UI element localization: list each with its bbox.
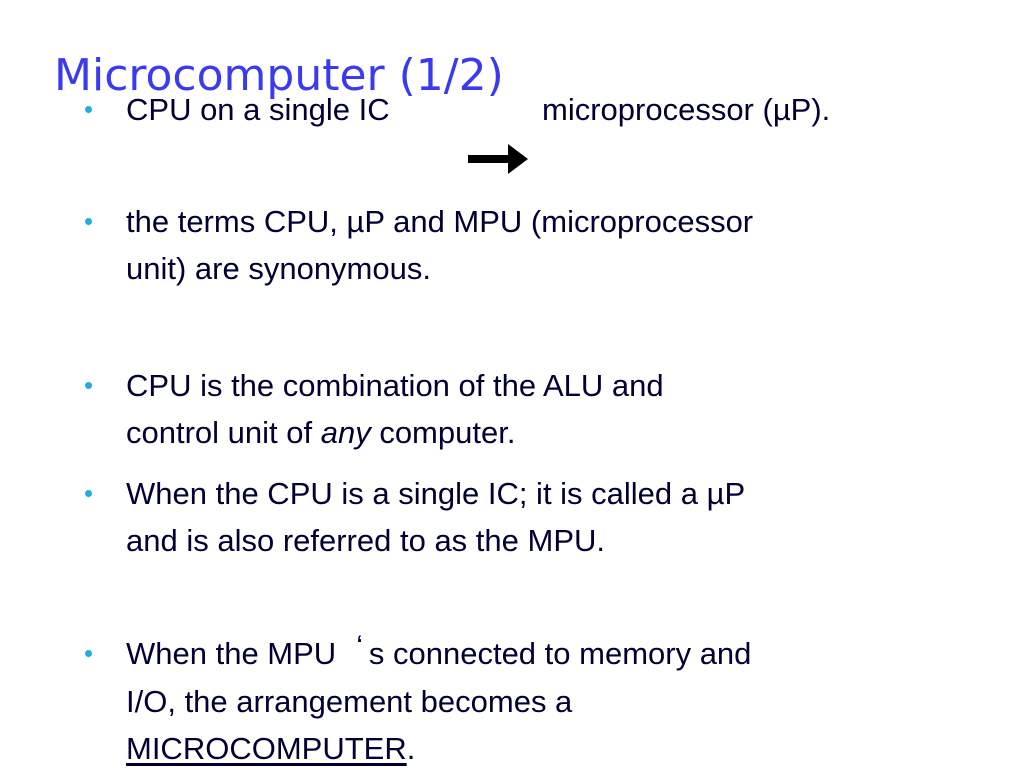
- apostrophe-mark: ‘: [356, 630, 363, 663]
- bullet-line: CPU on a single IC: [126, 92, 390, 127]
- bullet-result-text: microprocessor (µP).: [542, 92, 831, 127]
- bullet-dot: •: [84, 638, 94, 668]
- bullet-line: unit) are synonymous.: [126, 251, 431, 286]
- bullet-line: CPU is the combination of the ALU and: [126, 368, 664, 403]
- bullet-line: MICROCOMPUTER.: [126, 725, 1006, 768]
- bullet-line: When the MPU ‘s connected to memory and: [126, 630, 1006, 678]
- slide-title: Microcomputer (1/2): [54, 50, 504, 101]
- bullet-text: When the CPU is a single IC; it is calle…: [126, 470, 1006, 564]
- bullet-line: control unit of any computer.: [126, 409, 1006, 456]
- bullet-text-run: When the MPU: [126, 636, 337, 671]
- bullet-line: the terms CPU, µP and MPU (microprocesso…: [126, 204, 754, 239]
- bullet-text: When the MPU ‘s connected to memory and I…: [126, 630, 1006, 768]
- underlined-term: MICROCOMPUTER: [126, 731, 407, 766]
- bullet-text: CPU is the combination of the ALU and co…: [126, 362, 1006, 456]
- bullet-dot: •: [84, 206, 94, 236]
- bullet-dot: •: [84, 478, 94, 508]
- bullet-text: CPU on a single IC: [126, 86, 1006, 133]
- bullet-line: When the CPU is a single IC; it is calle…: [126, 476, 746, 511]
- bullet-line: and is also referred to as the MPU.: [126, 523, 606, 558]
- right-arrow-icon: [468, 144, 528, 174]
- emphasis-text: any: [320, 415, 371, 450]
- bullet-text-run: s connected to memory and: [368, 636, 752, 671]
- bullet-text: the terms CPU, µP and MPU (microprocesso…: [126, 198, 1006, 292]
- bullet-text-run: .: [406, 731, 416, 766]
- bullet-text-run: computer.: [370, 415, 516, 450]
- bullet-dot: •: [84, 94, 94, 124]
- bullet-dot: •: [84, 370, 94, 400]
- bullet-text-run: control unit of: [126, 415, 321, 450]
- bullet-line: I/O, the arrangement becomes a: [126, 684, 573, 719]
